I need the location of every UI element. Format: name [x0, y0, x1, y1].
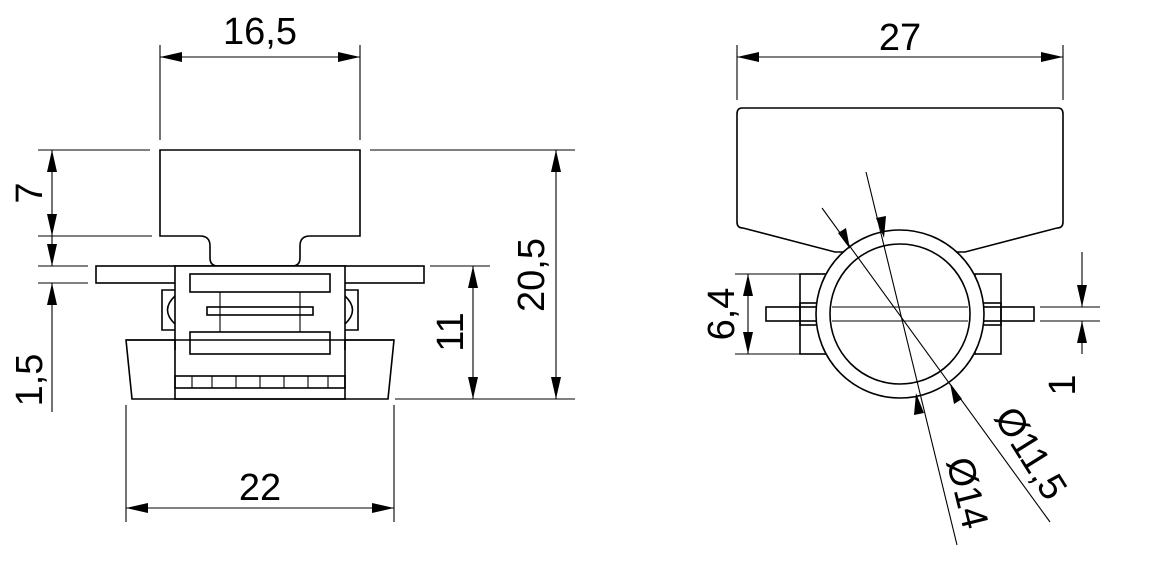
dim-outer-diameter-label: Ø11,5 — [986, 400, 1075, 508]
front-plate-lower — [189, 331, 331, 355]
dim-flange-thickness-label: 1,5 — [9, 354, 51, 407]
dim-total-height-label: 20,5 — [511, 238, 553, 312]
dim-head-height-label: 7 — [9, 182, 51, 203]
dim-slot-height-label: 6,4 — [701, 288, 743, 341]
dim-top-width-label: 16,5 — [223, 11, 297, 53]
front-clip-left — [161, 289, 176, 331]
side-outer-ring — [815, 229, 985, 399]
side-lever — [736, 107, 1064, 253]
dim-slot-height: 6,4 — [701, 274, 753, 354]
side-extension-lines — [735, 45, 1100, 355]
dim-side-width: 27 — [737, 17, 1063, 62]
front-plate-middle — [206, 306, 314, 316]
front-view — [95, 149, 425, 400]
dim-side-width-label: 27 — [879, 17, 921, 59]
front-clip-right — [344, 289, 359, 331]
dim-top-width: 16,5 — [160, 11, 360, 62]
dim-head-height: 7 — [9, 150, 57, 236]
dim-pin-thickness: 1 — [1042, 252, 1087, 396]
dim-base-width-label: 22 — [239, 467, 281, 509]
dim-body-height-label: 11 — [430, 312, 472, 351]
dim-base-width: 22 — [126, 467, 394, 513]
side-inner-ring — [829, 243, 971, 385]
front-extension-lines — [38, 45, 575, 522]
front-plate-upper — [189, 273, 331, 293]
dim-pin-thickness-label: 1 — [1042, 374, 1084, 395]
dim-body-height: 11 — [430, 266, 478, 399]
side-view — [736, 107, 1064, 399]
front-cap — [159, 149, 361, 267]
dim-inner-diameter-label: Ø14 — [938, 453, 996, 533]
front-teeth — [191, 376, 329, 388]
dim-flange-thickness: 1,5 — [9, 236, 57, 412]
dim-total-height: 20,5 — [511, 150, 561, 399]
